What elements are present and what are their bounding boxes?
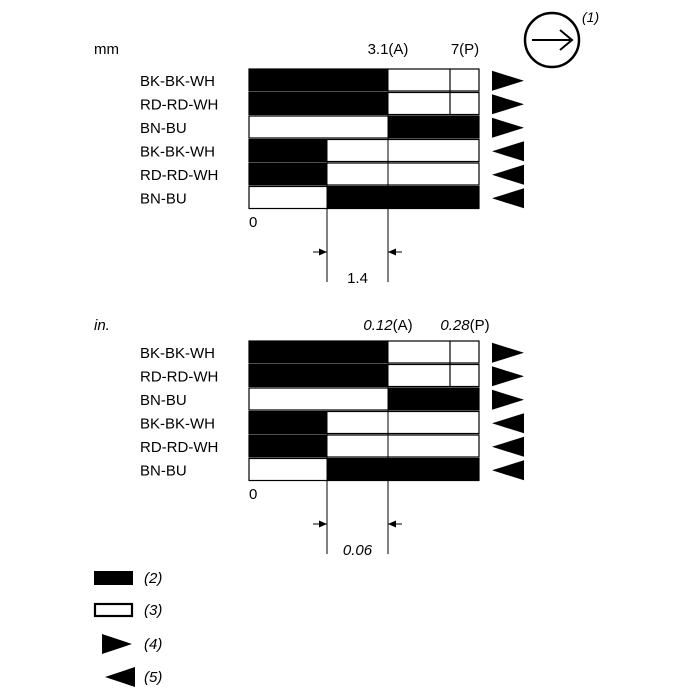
contact-closed-segment <box>249 92 388 115</box>
point-p-value: 7 <box>451 41 459 58</box>
triangle-left-icon <box>105 667 135 687</box>
triangle-left-icon <box>492 188 524 209</box>
legend: (2) (3) (4) (5) <box>93 570 162 687</box>
point-a-suffix: (A) <box>388 41 408 58</box>
diagram-in: in. 0.12(A) 0.28(P) BK-BK-WH RD-RD-WH BN-BU BK… <box>94 317 524 559</box>
contact-closed-segment <box>388 388 479 410</box>
triangle-left-icon <box>492 436 524 457</box>
point-a-suffix: (A) <box>393 317 413 334</box>
dimension-value: 1.4 <box>347 270 368 287</box>
wire-label: BK-BK-WH <box>140 73 215 90</box>
direction-symbol: (1) <box>523 9 599 69</box>
contact-closed-segment <box>249 341 388 363</box>
dimension-value: 0.06 <box>343 542 373 559</box>
triangle-right-icon <box>102 634 132 654</box>
zero-label: 0 <box>249 486 257 503</box>
contact-closed-segment <box>388 116 479 138</box>
contact-row: BK-BK-WH <box>140 68 524 92</box>
point-p-value: 0.28 <box>440 317 470 334</box>
triangle-right-icon <box>492 389 524 410</box>
wire-label: BN-BU <box>140 462 187 479</box>
legend-item: (4) <box>102 634 162 654</box>
contact-row: BK-BK-WH <box>140 138 524 163</box>
dimension-marker: 0.06 <box>313 520 402 559</box>
point-p-suffix: (P) <box>470 317 490 334</box>
filled-box-icon <box>94 571 133 585</box>
contact-row: RD-RD-WH <box>140 363 524 388</box>
triangle-left-icon <box>492 413 524 434</box>
contact-closed-segment <box>249 139 327 162</box>
contact-row: RD-RD-WH <box>140 434 524 458</box>
dimension-marker: 1.4 <box>313 248 402 287</box>
contact-closed-segment <box>249 69 388 91</box>
point-p-label: 7(P) <box>451 41 479 58</box>
legend-note: (4) <box>144 636 162 653</box>
arrow-right-icon <box>532 29 574 51</box>
wire-label: BK-BK-WH <box>140 345 215 362</box>
wire-label: RD-RD-WH <box>140 167 218 184</box>
triangle-right-icon <box>492 117 524 138</box>
triangle-left-icon <box>492 141 524 162</box>
wire-label: BN-BU <box>140 120 187 137</box>
contact-row: BK-BK-WH <box>140 340 524 364</box>
contact-row: RD-RD-WH <box>140 91 524 116</box>
empty-box-icon <box>93 602 134 618</box>
contact-row: BN-BU <box>140 387 524 411</box>
wire-label: RD-RD-WH <box>140 368 218 385</box>
zero-label: 0 <box>249 214 257 231</box>
unit-label: in. <box>94 317 110 334</box>
triangle-right-icon <box>492 342 524 363</box>
contact-closed-segment <box>327 186 479 209</box>
contact-closed-segment <box>327 458 479 481</box>
point-a-label: 3.1(A) <box>368 41 409 58</box>
legend-item: (3) <box>93 602 162 619</box>
point-a-value: 0.12 <box>363 317 393 334</box>
legend-note: (5) <box>144 669 162 686</box>
contact-row: BK-BK-WH <box>140 410 524 435</box>
point-p-suffix: (P) <box>459 41 479 58</box>
wire-label: BK-BK-WH <box>140 143 215 160</box>
point-p-label: 0.28(P) <box>440 317 489 334</box>
triangle-right-icon <box>492 70 524 91</box>
contact-row: BN-BU <box>140 457 524 482</box>
contact-row: RD-RD-WH <box>140 162 524 186</box>
contact-row: BN-BU <box>140 115 524 139</box>
wire-label: BN-BU <box>140 190 187 207</box>
direction-circle-icon <box>523 11 581 69</box>
contact-closed-segment <box>249 364 388 387</box>
contact-closed-segment <box>249 435 327 457</box>
triangle-right-icon <box>492 366 524 387</box>
legend-note: (3) <box>144 602 162 619</box>
legend-note: (2) <box>144 570 162 587</box>
contact-closed-segment <box>249 163 327 185</box>
wire-label: RD-RD-WH <box>140 96 218 113</box>
unit-label: mm <box>94 41 119 58</box>
wire-label: RD-RD-WH <box>140 439 218 456</box>
legend-item: (5) <box>105 667 162 687</box>
diagram-mm: mm 3.1(A) 7(P) BK-BK-WH RD-RD-WH BN-BU BK-BK-W… <box>94 41 524 287</box>
point-a-value: 3.1 <box>368 41 389 58</box>
triangle-right-icon <box>492 94 524 115</box>
triangle-left-icon <box>492 164 524 185</box>
legend-item: (2) <box>94 570 162 587</box>
contact-row: BN-BU <box>140 185 524 210</box>
contact-closed-segment <box>249 411 327 434</box>
direction-note: (1) <box>582 9 599 25</box>
wire-label: BN-BU <box>140 392 187 409</box>
point-a-label: 0.12(A) <box>363 317 412 334</box>
triangle-left-icon <box>492 460 524 481</box>
wire-label: BK-BK-WH <box>140 415 215 432</box>
